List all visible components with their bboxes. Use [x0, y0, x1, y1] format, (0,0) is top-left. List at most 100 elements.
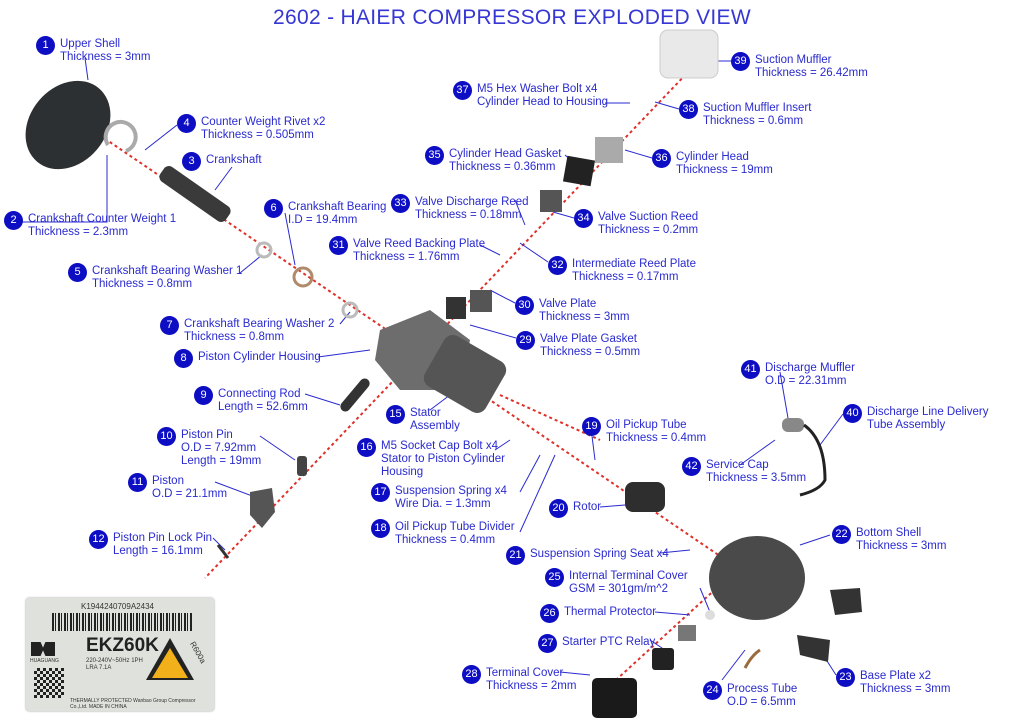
part-name: M5 Hex Washer Bolt x4 — [477, 83, 598, 95]
callout-number-badge: 24 — [703, 681, 722, 700]
part-name: Stator — [410, 407, 441, 419]
ptc-relay — [652, 648, 674, 670]
callout-number-badge: 29 — [516, 331, 535, 350]
part-spec: Thickness = 3mm — [60, 51, 151, 63]
callout-number-badge: 3 — [182, 152, 201, 171]
callout-number-badge: 42 — [682, 457, 701, 476]
callout-number-badge: 27 — [538, 634, 557, 653]
part-name: Terminal Cover — [486, 667, 564, 679]
callout-number-badge: 2 — [4, 211, 23, 230]
part-name: Valve Discharge Reed — [415, 196, 529, 208]
callout-21: 21 Suspension Spring Seat x4 — [506, 546, 669, 565]
callout-number-badge: 6 — [264, 199, 283, 218]
part-name: Valve Plate Gasket — [540, 333, 637, 345]
rotor — [625, 482, 665, 512]
part-name: Suspension Spring Seat x4 — [530, 548, 669, 560]
part-name: Counter Weight Rivet x2 — [201, 116, 326, 128]
piston-pin — [297, 456, 307, 476]
washer-2 — [341, 301, 359, 319]
valve-plate-gasket — [446, 297, 466, 319]
part-name: Crankshaft Counter Weight 1 — [28, 213, 177, 225]
callout-3: 3 Crankshaft — [182, 152, 262, 171]
upper-shell — [25, 80, 111, 170]
part-name: Piston Cylinder Housing — [198, 351, 321, 363]
part-name: Service Cap — [706, 459, 769, 471]
callout-number-badge: 5 — [68, 263, 87, 282]
part-spec: O.D = 22.31mm — [765, 375, 847, 387]
callout-number-badge: 7 — [160, 316, 179, 335]
part-spec: Cylinder Head to Housing — [477, 96, 609, 108]
cylinder-head — [595, 137, 623, 163]
callout-number-badge: 34 — [574, 209, 593, 228]
crankshaft-bearing — [292, 266, 314, 288]
nameplate-brand: HUAGUANG — [30, 658, 59, 664]
suction-muffler — [659, 29, 719, 79]
terminal-axis-line — [604, 584, 721, 691]
part-spec: Length = 19mm — [181, 455, 262, 467]
callout-8: 8 Piston Cylinder Housing — [174, 349, 321, 368]
callout-number-badge: 8 — [174, 349, 193, 368]
stator — [423, 335, 507, 413]
callout-number-badge: 40 — [843, 404, 862, 423]
part-spec: Thickness = 0.17mm — [572, 271, 679, 283]
part-spec: O.D = 6.5mm — [727, 696, 796, 708]
part-name: Piston Pin — [181, 429, 233, 441]
part-name: Crankshaft — [206, 154, 262, 166]
callout-number-badge: 21 — [506, 546, 525, 565]
part-spec: Thickness = 0.5mm — [540, 346, 641, 358]
part-spec: Thickness = 19mm — [676, 164, 773, 176]
part-spec: Length = 16.1mm — [113, 545, 203, 557]
callout-text: Suspension Spring Seat x4 — [530, 546, 669, 561]
callout-number-badge: 20 — [549, 499, 568, 518]
process-tube — [743, 648, 761, 669]
part-name: Oil Pickup Tube Divider — [395, 521, 515, 533]
part-spec: Thickness = 0.4mm — [606, 432, 707, 444]
part-spec: Housing — [381, 466, 424, 478]
callout-number-badge: 19 — [582, 417, 601, 436]
part-name: Cylinder Head Gasket — [449, 148, 562, 160]
part-name: Suction Muffler Insert — [703, 102, 812, 114]
nameplate-model: EKZ60K — [86, 635, 159, 656]
lock-pin — [216, 544, 230, 559]
part-name: Suction Muffler — [755, 54, 832, 66]
part-spec: Tube Assembly — [867, 419, 946, 431]
callout-number-badge: 38 — [679, 100, 698, 119]
callout-number-badge: 32 — [548, 256, 567, 275]
callout-text: Piston Cylinder Housing — [198, 349, 321, 364]
thermal-protector — [678, 625, 696, 641]
part-spec: O.D = 21.1mm — [152, 488, 228, 500]
valve-suction-reed — [540, 190, 562, 212]
part-name: Valve Plate — [539, 298, 597, 310]
part-name: Crankshaft Bearing — [288, 201, 387, 213]
part-name: Valve Suction Reed — [598, 211, 699, 223]
washer-1 — [255, 241, 273, 259]
part-spec: Thickness = 3mm — [856, 540, 947, 552]
part-shapes — [25, 29, 862, 718]
